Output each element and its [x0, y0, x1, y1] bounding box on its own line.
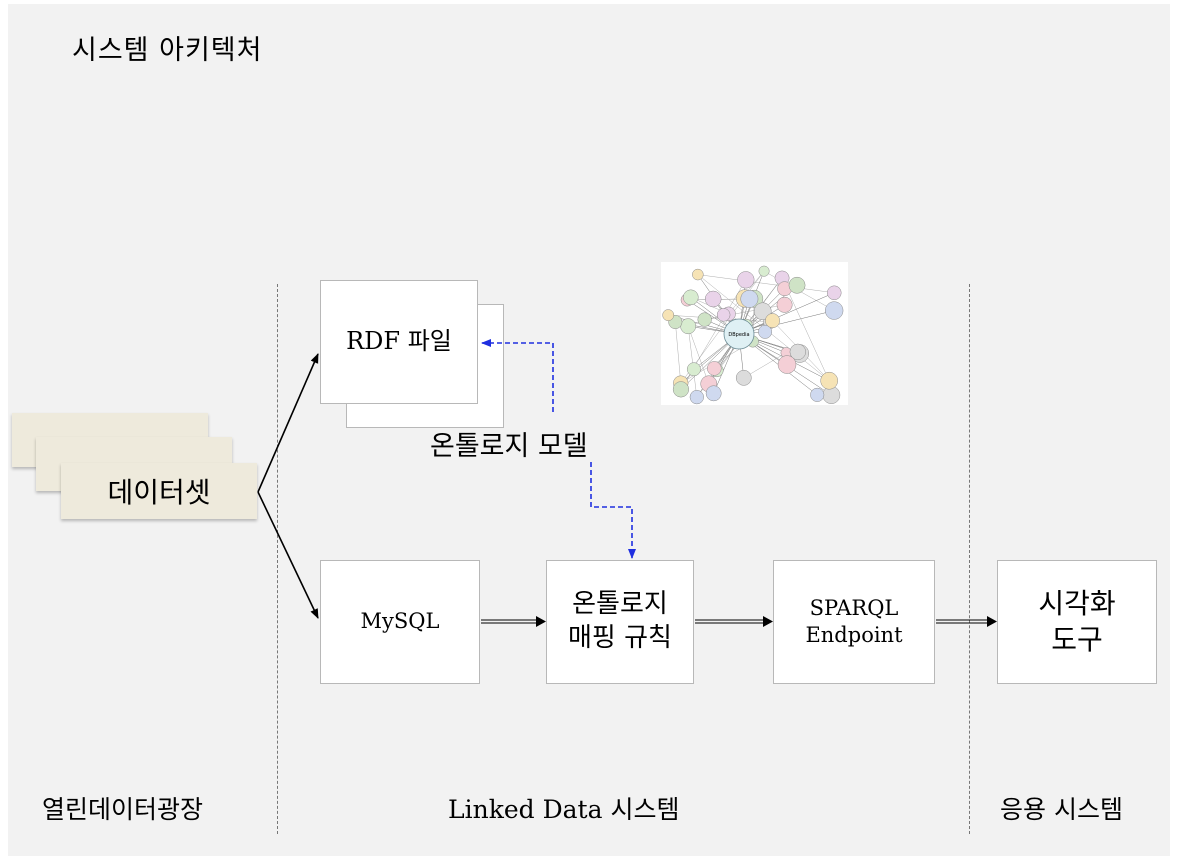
dataset-card-front: 데이터셋	[61, 463, 257, 519]
mapping-rules-box: 온톨로지 매핑 규칙	[546, 560, 694, 684]
graph-node	[735, 369, 752, 386]
mapping-rules-label: 온톨로지 매핑 규칙	[568, 589, 672, 653]
zone-label-linked-data: Linked Data 시스템	[448, 795, 680, 824]
mysql-box: MySQL	[320, 560, 480, 684]
sparql-endpoint-label: SPARQL Endpoint	[805, 595, 903, 647]
graph-node	[758, 265, 770, 277]
graph-node	[672, 381, 689, 398]
graph-node	[753, 302, 772, 321]
graph-node	[705, 385, 722, 402]
graph-edge	[687, 326, 709, 384]
graph-node	[777, 355, 797, 374]
graph-edge	[743, 352, 787, 379]
page-title: 시스템 아키텍처	[72, 35, 263, 66]
ontology-model-label: 온톨로지 모델	[430, 431, 588, 462]
graph-edge	[697, 274, 835, 293]
graph-edge	[687, 326, 698, 398]
linked-data-cloud-icon: DBpedia	[661, 262, 848, 405]
graph-node	[740, 290, 759, 308]
graph-node	[825, 301, 844, 320]
graph-node	[810, 387, 825, 402]
graph-node	[662, 309, 675, 321]
zone-label-application: 응용 시스템	[1000, 795, 1123, 824]
graph-center-label: DBpedia	[728, 332, 749, 338]
graph-edge	[781, 277, 830, 381]
graph-node	[692, 268, 704, 281]
rdf-file-box: RDF 파일	[320, 280, 478, 404]
visualization-tool-label: 시각화 도구	[1038, 586, 1116, 656]
visualization-tool-box: 시각화 도구	[997, 560, 1157, 684]
graph-node	[765, 313, 780, 329]
graph-node	[707, 361, 722, 376]
graph-node	[683, 289, 699, 306]
mysql-label: MySQL	[360, 609, 440, 634]
graph-node	[776, 296, 793, 313]
graph-node	[680, 318, 697, 335]
graph-center-node	[723, 318, 755, 350]
zone-divider-right	[969, 284, 970, 834]
zone-label-open-data: 열린데이터광장	[42, 795, 204, 824]
graph-node	[789, 343, 806, 361]
graph-node	[758, 324, 773, 339]
graph-edge	[675, 321, 681, 384]
graph-node	[827, 285, 842, 301]
graph-node	[737, 271, 755, 289]
graph-edge	[738, 310, 835, 335]
sparql-endpoint-box: SPARQL Endpoint	[773, 560, 935, 684]
graph-edge	[738, 292, 835, 335]
rdf-file-label: RDF 파일	[346, 327, 452, 356]
graph-node	[704, 290, 722, 308]
graph-node	[697, 312, 712, 327]
graph-node	[716, 308, 731, 322]
graph-node	[686, 362, 701, 377]
dataset-label: 데이터셋	[107, 476, 211, 509]
graph-node	[788, 276, 806, 294]
zone-divider-left	[277, 284, 278, 834]
graph-node	[820, 371, 838, 390]
graph-node	[689, 390, 704, 405]
